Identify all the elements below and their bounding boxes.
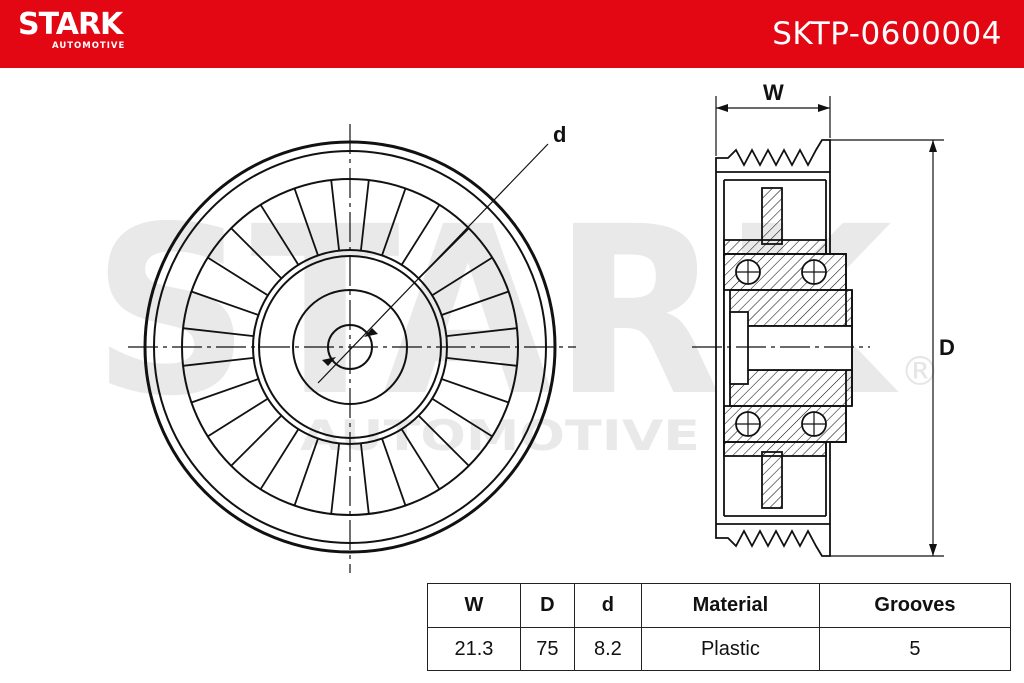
inner-ring-bottom bbox=[723, 441, 827, 457]
web-top bbox=[761, 187, 783, 245]
d-arrow-upper bbox=[364, 328, 378, 337]
web-bottom bbox=[761, 451, 783, 509]
header-cell-grooves: Grooves bbox=[818, 583, 1012, 628]
bore bbox=[729, 325, 853, 371]
spoke-line bbox=[259, 204, 300, 266]
spoke-line bbox=[330, 443, 340, 515]
spoke-line bbox=[381, 438, 407, 506]
spoke-line bbox=[417, 414, 470, 467]
inner-hub-lower bbox=[729, 369, 853, 407]
header-cell-material: Material bbox=[640, 583, 820, 628]
value-cell-d: 8.2 bbox=[573, 627, 642, 671]
inner-hub-upper bbox=[729, 289, 853, 327]
spoke-line bbox=[191, 378, 259, 404]
spoke-line bbox=[431, 256, 493, 297]
part-number: SKTP-0600004 bbox=[772, 16, 1002, 52]
spoke-line bbox=[446, 357, 518, 367]
W-label: W bbox=[763, 80, 784, 105]
spoke-line bbox=[446, 327, 518, 337]
D-label: D bbox=[939, 335, 955, 360]
spoke-line bbox=[441, 378, 509, 404]
brand-logo: STARK AUTOMOTIVE bbox=[18, 7, 126, 52]
spoke-line bbox=[381, 188, 407, 256]
d-arrow-lower bbox=[322, 357, 336, 366]
spec-table-value-row: 21.3 75 8.2 Plastic 5 bbox=[427, 627, 1012, 671]
spoke-line bbox=[293, 438, 319, 506]
spoke-line bbox=[191, 290, 259, 316]
spec-table: W D d Material Grooves 21.3 75 8.2 Plast… bbox=[427, 583, 1012, 671]
header-cell-w: W bbox=[427, 583, 521, 628]
spoke-line bbox=[230, 227, 283, 280]
spoke-line bbox=[207, 397, 269, 438]
groove-profile-bottom bbox=[715, 524, 831, 557]
spoke-line bbox=[400, 428, 441, 490]
inner-ring-top bbox=[723, 239, 827, 255]
front-view bbox=[128, 124, 576, 573]
spoke-line bbox=[182, 327, 254, 337]
spoke-line bbox=[441, 290, 509, 316]
brand-logo-subtext: AUTOMOTIVE bbox=[52, 41, 126, 51]
side-view bbox=[692, 96, 944, 557]
spoke-line bbox=[360, 179, 370, 251]
brand-logo-text: STARK bbox=[18, 7, 123, 42]
header-bar: STARK AUTOMOTIVE SKTP-0600004 bbox=[0, 0, 1024, 68]
spokes bbox=[182, 179, 518, 515]
spoke-line bbox=[431, 397, 493, 438]
value-cell-D: 75 bbox=[519, 627, 575, 671]
value-cell-grooves: 5 bbox=[818, 627, 1012, 671]
spoke-line bbox=[293, 188, 319, 256]
spoke-line bbox=[230, 414, 283, 467]
header-cell-D: D bbox=[519, 583, 575, 628]
spec-table-header-row: W D d Material Grooves bbox=[427, 583, 1012, 628]
spoke-line bbox=[400, 204, 441, 266]
pulley-drawing: d bbox=[128, 80, 955, 573]
value-cell-material: Plastic bbox=[640, 627, 820, 671]
spoke-line bbox=[207, 256, 269, 297]
spoke-line bbox=[182, 357, 254, 367]
header-cell-d: d bbox=[573, 583, 642, 628]
spoke-line bbox=[360, 443, 370, 515]
groove-profile-top bbox=[715, 139, 831, 172]
bore-step bbox=[729, 311, 749, 385]
spoke-line bbox=[330, 179, 340, 251]
spoke-line bbox=[259, 428, 300, 490]
value-cell-w: 21.3 bbox=[427, 627, 521, 671]
d-label: d bbox=[553, 122, 566, 147]
d-dimension-leader bbox=[317, 143, 549, 384]
